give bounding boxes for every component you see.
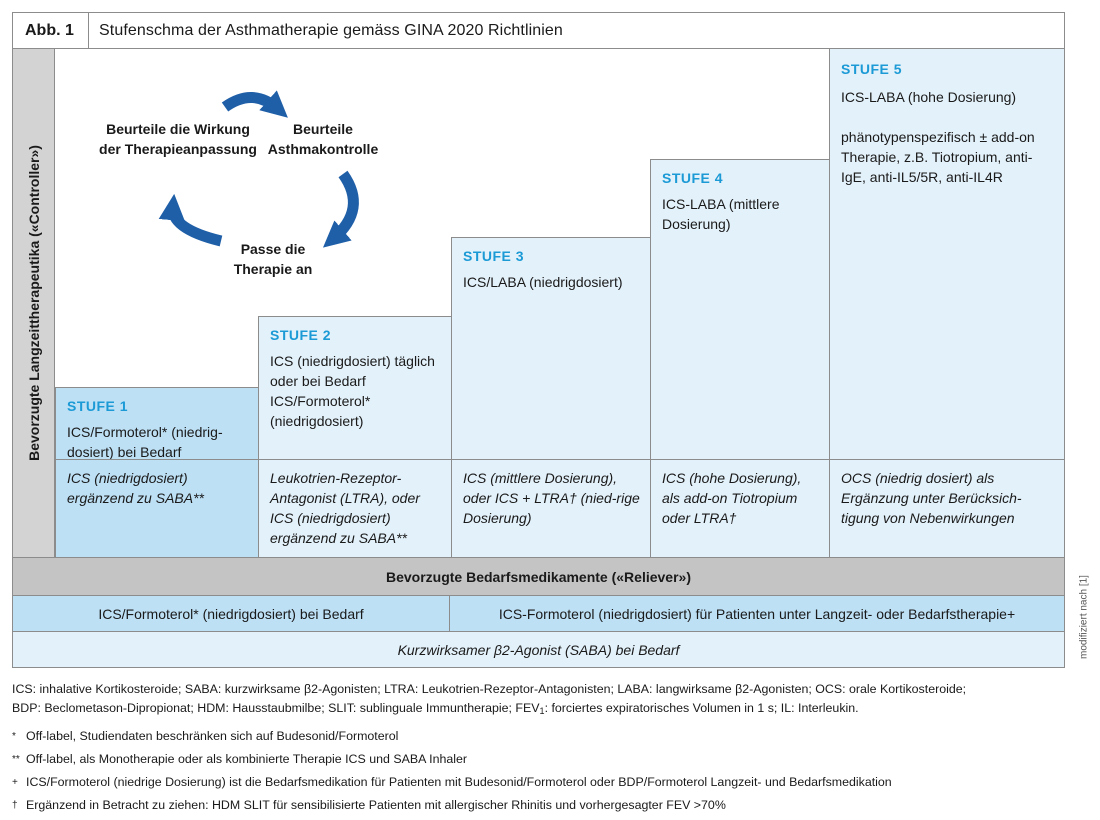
figure-title: Stufenschma der Asthmatherapie gemäss GI…: [99, 21, 563, 39]
step-5: STUFE 5 ICS-LABA (hohe Dosierung) phänot…: [829, 49, 1064, 459]
cycle-arrows: [158, 90, 359, 248]
step-2-title: STUFE 2: [270, 327, 332, 343]
footnote-mark: **: [12, 754, 20, 765]
curved-arrow-icon: [158, 193, 223, 247]
abbreviations-line-1: ICS: inhalative Kortikosteroide; SABA: k…: [12, 682, 967, 696]
footnote-text: Off-label, Studiendaten beschränken sich…: [26, 729, 399, 743]
step-4-text: ICS-LABA (mittlere Dosierung): [662, 196, 780, 232]
reliever-header: Bevorzugte Bedarfsmedikamente («Reliever…: [13, 557, 1064, 595]
therapy-cycle-diagram: Beurteile die Wirkung der Therapieanpass…: [93, 89, 413, 339]
step-4-body: ICS-LABA (mittlere Dosierung): [662, 194, 821, 234]
step-5-alternative: OCS (niedrig dosiert) als Ergänzung unte…: [829, 459, 1064, 557]
footnote-mark: †: [12, 800, 18, 811]
reliever-row1-right: ICS-Formoterol (niedrigdosiert) für Pati…: [450, 596, 1064, 631]
step-1-alternative: ICS (niedrigdosiert) ergänzend zu SABA**: [55, 459, 258, 557]
cycle-assess-effect: Beurteile die Wirkung der Therapieanpass…: [99, 121, 257, 157]
step-4-title: STUFE 4: [662, 170, 724, 186]
step-3: STUFE 3 ICS/LABA (niedrigdosiert): [451, 237, 650, 459]
side-credit-text: modifiziert nach [1]: [1078, 575, 1090, 659]
controller-side-label-box: Bevorzugte Langzeittherapeutika («Contro…: [13, 49, 55, 557]
footnote-mark: +: [12, 777, 18, 788]
reliever-row1-left: ICS/Formoterol* (niedrigdosiert) bei Bed…: [13, 596, 450, 631]
step-3-title: STUFE 3: [463, 248, 525, 264]
footnote-text: ICS/Formoterol (niedrige Dosierung) ist …: [26, 775, 892, 789]
footnote: + ICS/Formoterol (niedrige Dosierung) is…: [12, 773, 1072, 792]
asthma-figure: Abb. 1 Stufenschma der Asthmatherapie ge…: [12, 12, 1065, 668]
controller-side-label: Bevorzugte Langzeittherapeutika («Contro…: [26, 145, 42, 461]
step-2-body: ICS (niedrigdosiert) täglich oder bei Be…: [270, 351, 443, 431]
footnote-text: Off-label, als Monotherapie oder als kom…: [26, 752, 468, 766]
side-credit: modifiziert nach [1]: [1077, 572, 1091, 662]
step-3-body: ICS/LABA (niedrigdosiert): [463, 272, 642, 292]
cycle-adjust: Passe die Therapie an: [233, 241, 313, 277]
step-5-body: ICS-LABA (hohe Dosierung) phänotypenspez…: [841, 87, 1056, 187]
step-1-text: ICS/Formoterol* (niedrig-dosiert) bei Be…: [67, 424, 223, 460]
reliever-row-1: ICS/Formoterol* (niedrigdosiert) bei Bed…: [13, 595, 1064, 631]
footnote: ** Off-label, als Monotherapie oder als …: [12, 750, 1072, 769]
figure-notes: ICS: inhalative Kortikosteroide; SABA: k…: [12, 680, 1072, 815]
step-1: STUFE 1 ICS/Formoterol* (niedrig-dosiert…: [55, 387, 258, 462]
step-4-alternative: ICS (hohe Dosierung), als add-on Tiotrop…: [650, 459, 829, 557]
footnote-mark: *: [12, 731, 16, 742]
step-2-alternative: Leukotrien-Rezeptor-Antagonist (LTRA), o…: [258, 459, 451, 557]
abbreviations: ICS: inhalative Kortikosteroide; SABA: k…: [12, 680, 1072, 721]
figure-label: Abb. 1: [13, 13, 89, 48]
footnote: † Ergänzend in Betracht zu ziehen: HDM S…: [12, 796, 1072, 815]
fev-subscript: 1: [539, 706, 545, 716]
figure-title-row: Abb. 1 Stufenschma der Asthmatherapie ge…: [13, 13, 1064, 49]
step-5-text: ICS-LABA (hohe Dosierung): [841, 89, 1017, 105]
curved-arrow-icon: [221, 90, 288, 118]
reliever-row-2: Kurzwirksamer β2-Agonist (SABA) bei Beda…: [13, 631, 1064, 667]
step-3-text: ICS/LABA (niedrigdosiert): [463, 274, 623, 290]
cycle-assess-control: Beurteile Asthmakontrolle: [267, 121, 379, 157]
footnote: * Off-label, Studiendaten beschränken si…: [12, 727, 1072, 746]
abbreviations-line-2b: : forciertes expiratorisches Volumen in …: [544, 701, 859, 715]
step-5-title: STUFE 5: [841, 61, 903, 77]
controller-section: Bevorzugte Langzeittherapeutika («Contro…: [13, 49, 1064, 557]
curved-arrow-icon: [322, 170, 359, 248]
step-2-text: ICS (niedrigdosiert) täglich oder bei Be…: [270, 353, 435, 429]
step-5-addon-text: phänotypenspezifisch ± add-on Therapie, …: [841, 129, 1035, 185]
footnote-text: Ergänzend in Betracht zu ziehen: HDM SLI…: [26, 798, 726, 812]
step-2: STUFE 2 ICS (niedrigdosiert) täglich ode…: [258, 316, 451, 459]
step-3-alternative: ICS (mittlere Dosierung), oder ICS + LTR…: [451, 459, 650, 557]
step-1-body: ICS/Formoterol* (niedrig-dosiert) bei Be…: [67, 422, 250, 462]
abbreviations-line-2a: BDP: Beclometason-Dipropionat; HDM: Haus…: [12, 701, 540, 715]
step-1-title: STUFE 1: [67, 398, 129, 414]
step-4: STUFE 4 ICS-LABA (mittlere Dosierung): [650, 159, 829, 459]
abbreviations-line-2: BDP: Beclometason-Dipropionat; HDM: Haus…: [12, 699, 1072, 721]
